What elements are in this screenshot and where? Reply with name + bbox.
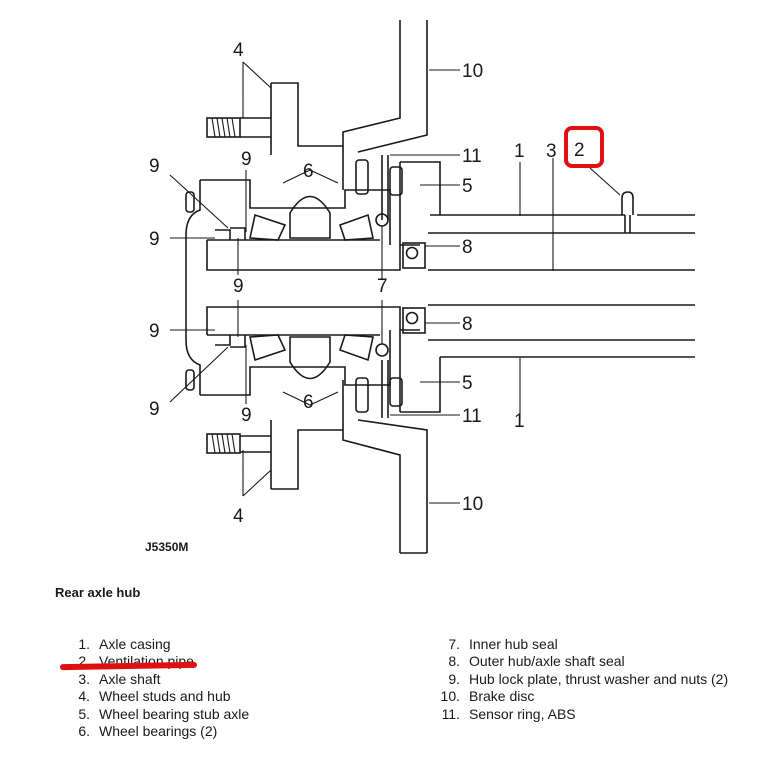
- legend-num: 1.: [78, 636, 90, 652]
- bearing-inner-top: [249, 195, 374, 241]
- callout-5-top: 5: [462, 176, 473, 197]
- lock-nut-bottom: [215, 335, 246, 348]
- callout-9-g: 9: [241, 405, 252, 426]
- bolt-top-left: [185, 191, 195, 213]
- callout-10-top: 10: [462, 61, 483, 82]
- callout-9-c: 9: [149, 229, 160, 250]
- sensor-ring-bottom: [381, 360, 389, 418]
- legend-num: 3.: [78, 670, 90, 687]
- leader-lines: [169, 61, 621, 504]
- callout-4-top: 4: [233, 40, 244, 61]
- outer-seal-top: [405, 246, 419, 260]
- spindle-bottom: [206, 306, 420, 336]
- legend-num: 9.: [448, 670, 460, 687]
- callout-6-bottom: 6: [303, 392, 314, 413]
- callout-2-highlight-box: [564, 126, 604, 168]
- callout-1-top: 1: [514, 141, 525, 162]
- lock-nut-top: [215, 227, 246, 240]
- callout-9-b: 9: [241, 149, 252, 170]
- legend-num: 5.: [78, 705, 90, 722]
- legend-num: 4.: [78, 688, 90, 705]
- outer-seal-housing-top: [402, 242, 426, 269]
- nut-top-right: [389, 166, 403, 196]
- legend-item: 9. Hub lock plate, thrust washer and nuts…: [430, 671, 728, 688]
- callout-11-bottom: 11: [462, 406, 482, 427]
- legend-label: Axle shaft: [99, 670, 161, 687]
- callout-10-bottom: 10: [462, 494, 483, 515]
- stud-thread-top: [211, 117, 236, 138]
- callout-9-e: 9: [149, 321, 160, 342]
- wheel-stud-top: [206, 117, 241, 138]
- bearing-inner-bottom: [249, 334, 374, 380]
- legend-item: 11. Sensor ring, ABS: [430, 706, 728, 723]
- legend-item: 8. Outer hub/axle shaft seal: [430, 653, 728, 670]
- nut-bottom-left: [355, 377, 369, 413]
- stub-axle-bottom: [399, 330, 441, 413]
- axle-shaft-top-lines: [428, 214, 695, 271]
- spindle-top: [206, 239, 420, 271]
- legend-label: Brake disc: [469, 688, 535, 705]
- bolt-bottom-left: [185, 369, 195, 391]
- legend-label: Hub lock plate, thrust washer and nuts (…: [469, 670, 729, 687]
- legend-item: 4. Wheel studs and hub: [60, 688, 249, 705]
- rear-axle-hub-diagram: 4 4 10 10 11 11 5 5 8 8 1 1 3 2 6 6 7 9 …: [145, 20, 695, 554]
- ventilation-pipe: [621, 191, 634, 233]
- sensor-ring-top: [381, 155, 389, 220]
- outer-seal-bottom: [405, 311, 419, 325]
- callout-11-top: 11: [462, 146, 482, 167]
- stud-thread-bottom: [211, 433, 236, 454]
- callout-9-d: 9: [233, 276, 244, 297]
- legend-num: 7.: [448, 636, 460, 652]
- callout-9-f: 9: [149, 399, 160, 420]
- outer-seal-housing-bottom: [402, 307, 426, 334]
- legend-label: Sensor ring, ABS: [469, 705, 576, 722]
- callout-2: 2: [574, 140, 585, 161]
- callout-3: 3: [546, 141, 557, 162]
- callout-8-top: 8: [462, 237, 473, 258]
- legend-label: Outer hub/axle shaft seal: [469, 653, 625, 670]
- brake-disc-bottom: [342, 380, 428, 554]
- legend-item: 3. Axle shaft: [60, 671, 249, 688]
- hub-body-top: [185, 179, 391, 396]
- legend-num: 8.: [448, 653, 460, 670]
- legend-num: 6.: [78, 723, 90, 740]
- nut-top-left: [355, 159, 369, 195]
- legend-label: Wheel bearings (2): [99, 723, 218, 740]
- legend-item: 5. Wheel bearing stub axle: [60, 706, 249, 723]
- legend-item: 7. Inner hub seal: [430, 636, 728, 653]
- stub-axle-top: [399, 161, 441, 245]
- brake-disc-top: [342, 20, 428, 190]
- wheel-stud-bottom: [206, 433, 241, 454]
- callout-7: 7: [377, 276, 388, 297]
- legend-label: Inner hub seal: [469, 636, 558, 652]
- inner-hub-seal-bottom: [375, 343, 389, 357]
- legend-num: 2.: [78, 653, 90, 670]
- legend-num: 11.: [441, 705, 460, 722]
- legend-left: 1.Axle casing 2.Ventilation pipe 3.Axle …: [60, 636, 249, 740]
- hub-flange-top: [240, 82, 343, 155]
- legend-item: 6. Wheel bearings (2): [60, 723, 249, 740]
- legend-item: 1. Axle casing: [60, 636, 249, 653]
- caption-title: Rear axle hub: [55, 585, 141, 600]
- callout-8-bottom: 8: [462, 314, 473, 335]
- axle-shaft-bottom-lines: [428, 304, 695, 358]
- legend-num: 10.: [440, 688, 460, 705]
- legend-label: Axle casing: [99, 636, 171, 652]
- legend-item: 10. Brake disc: [430, 688, 728, 705]
- callout-9-a: 9: [149, 156, 160, 177]
- nut-bottom-right: [389, 377, 403, 407]
- figure-code: J5350M: [145, 540, 188, 554]
- callout-4-bottom: 4: [233, 506, 244, 527]
- hub-flange-bottom: [240, 420, 343, 490]
- legend-label: Wheel bearing stub axle: [99, 705, 250, 722]
- callout-5-bottom: 5: [462, 373, 473, 394]
- legend-label: Wheel studs and hub: [99, 688, 231, 705]
- legend-right: 7. Inner hub seal 8. Outer hub/axle shaft …: [430, 636, 729, 723]
- callout-6-top: 6: [303, 161, 314, 182]
- callout-1-bottom: 1: [514, 411, 525, 432]
